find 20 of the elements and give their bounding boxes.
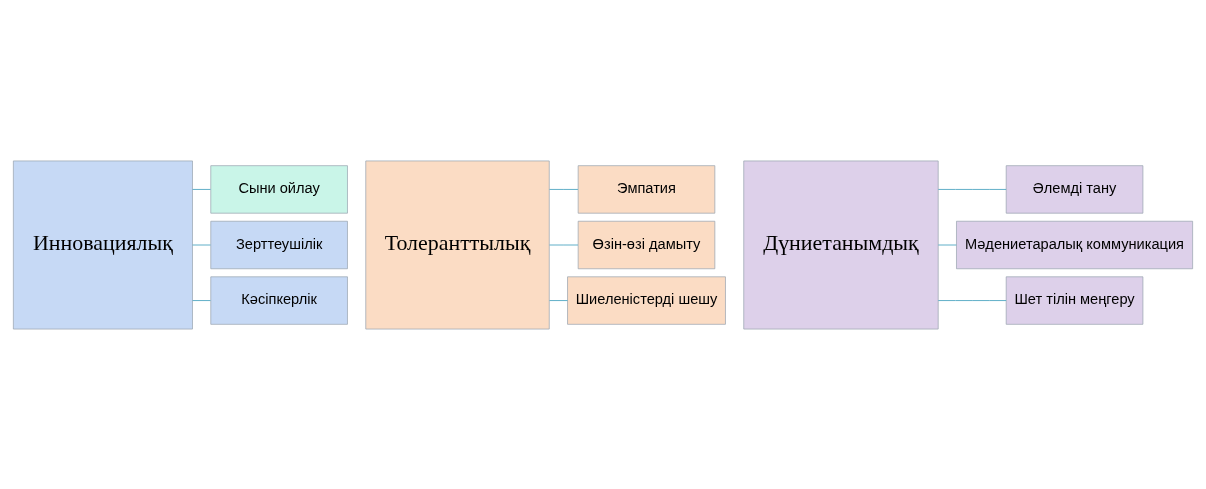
connector: [549, 188, 579, 190]
node-box: Эмпатия: [577, 164, 716, 214]
connector: [192, 299, 211, 301]
node-box: Шет тілін меңгеру: [1005, 275, 1144, 325]
node-box: Кәсіпкерлік: [210, 275, 348, 325]
node-box: Мәдениетаралық коммуникация: [956, 220, 1193, 269]
node-box: Сыни ойлау: [210, 164, 348, 214]
node-box: Өзін-өзі дамыту: [577, 220, 716, 269]
connector: [937, 244, 957, 245]
connector: [937, 188, 1007, 190]
node-box: Шиеленістерді шешу: [567, 275, 726, 325]
node-box: Зерттеушілік: [210, 220, 348, 269]
node-box: Инновациялық: [13, 160, 193, 329]
node-box: Толеранттылық: [365, 160, 550, 329]
connector: [192, 244, 211, 245]
node-box: Әлемді тану: [1005, 164, 1144, 214]
connector: [937, 299, 1007, 301]
connector: [549, 299, 568, 301]
connector: [192, 188, 211, 190]
node-box: Дүниетанымдық: [743, 160, 939, 329]
